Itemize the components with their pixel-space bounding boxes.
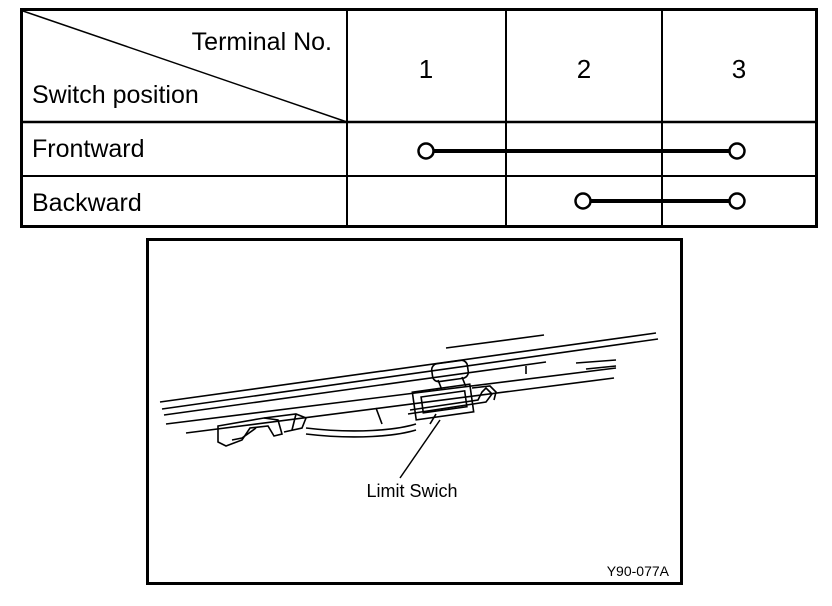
figure-frame [146, 238, 683, 585]
terminal-point-frontward-3 [728, 142, 746, 160]
table-border [20, 8, 818, 228]
header-switch-position: Switch position [32, 81, 199, 109]
terminal-header-3: 3 [732, 54, 746, 84]
limit-switch-illustration: Limit Swich Y90-077A [146, 238, 683, 585]
continuity-backward [574, 192, 746, 210]
row-label-frontward: Frontward [32, 135, 145, 163]
header-terminal-no: Terminal No. [192, 28, 332, 56]
terminal-header-1: 1 [419, 54, 433, 84]
continuity-frontward [417, 142, 746, 160]
callout-leader [399, 419, 441, 479]
row-label-backward: Backward [32, 189, 142, 217]
header-diagonal [22, 10, 348, 123]
terminal-point-backward-2 [574, 192, 592, 210]
terminal-point-backward-3 [728, 192, 746, 210]
terminal-header-2: 2 [577, 54, 591, 84]
callout-limit-switch: Limit Swich [366, 481, 457, 501]
seat-rail-assembly [159, 332, 659, 447]
figure-code: Y90-077A [607, 563, 670, 579]
terminal-point-frontward-1 [417, 142, 435, 160]
continuity-table: Terminal No. Switch position 1 2 3 Front… [20, 8, 818, 228]
